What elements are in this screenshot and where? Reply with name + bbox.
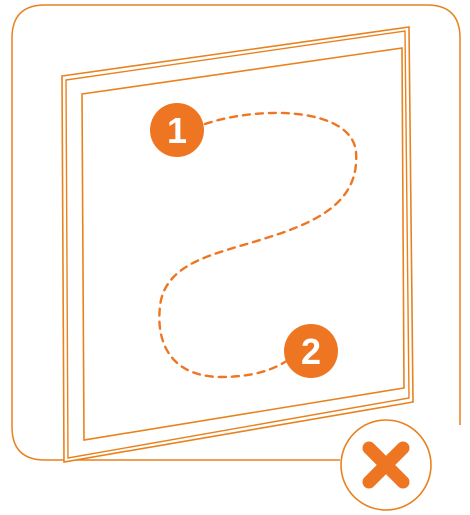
step-marker-1-label: 1: [167, 110, 187, 151]
window-frame-inner: [65, 30, 410, 459]
dashed-wipe-path: [158, 111, 358, 379]
step-marker-2: 2: [284, 324, 338, 378]
window-glass: [81, 47, 405, 441]
step-marker-1: 1: [150, 103, 204, 157]
incorrect-badge: [340, 419, 432, 511]
step-marker-2-label: 2: [301, 331, 321, 372]
close-icon: [362, 441, 410, 489]
card-border: [11, 4, 461, 461]
window-frame-outer: [61, 26, 414, 463]
